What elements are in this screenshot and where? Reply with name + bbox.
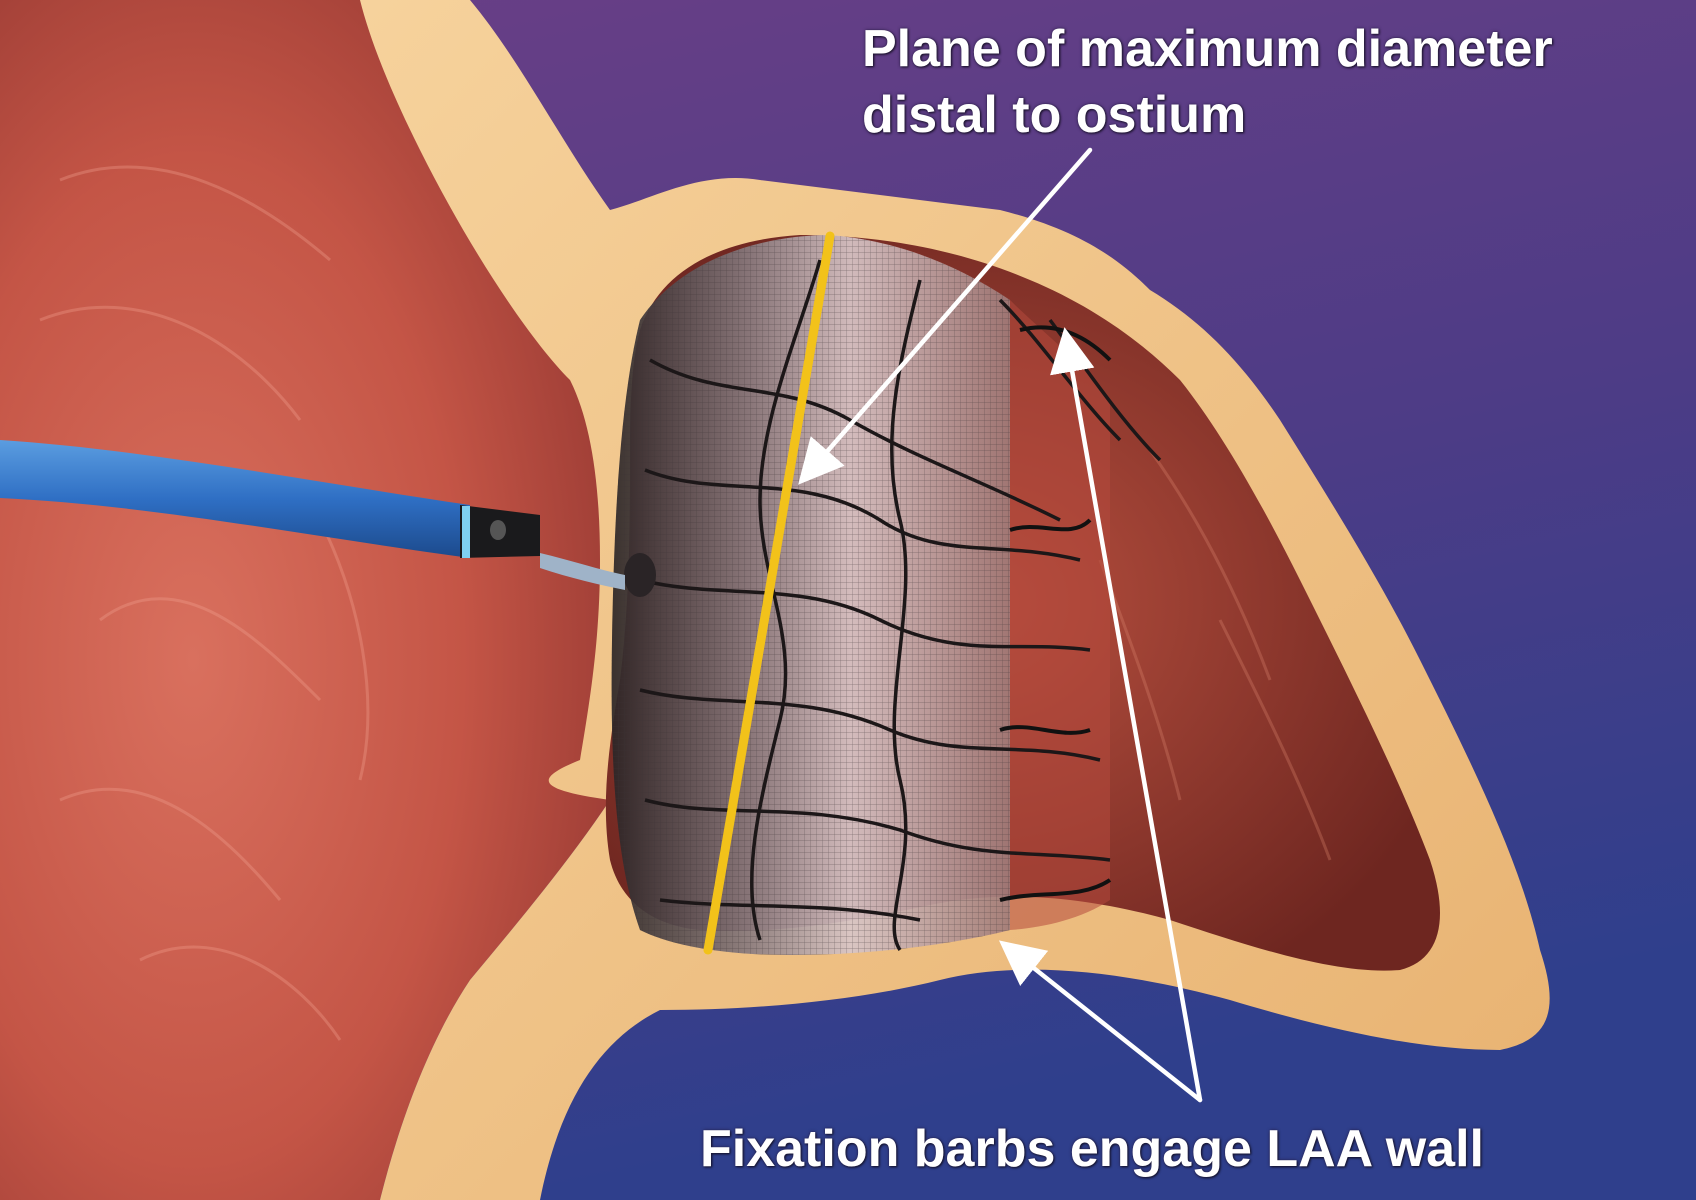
plane-annotation-line2: distal to ostium [862, 86, 1247, 144]
arrow-to-top-barb [1050, 327, 1203, 1103]
max-diameter-plane-line [703, 231, 835, 955]
occluder-device [611, 235, 1162, 955]
barbs-annotation: Fixation barbs engage LAA wall [700, 1120, 1484, 1178]
fixation-barbs [999, 325, 1112, 902]
annotation-arrows [798, 147, 1203, 1103]
delivery-catheter [0, 440, 625, 590]
atrium-texture [39, 165, 370, 1041]
device-hub [624, 553, 656, 597]
arrow-to-bottom-barb [998, 940, 1203, 1103]
plane-annotation: Plane of maximum diameter distal to osti… [862, 16, 1553, 148]
plane-annotation-line1: Plane of maximum diameter [862, 20, 1553, 78]
arrow-to-plane [798, 147, 1093, 485]
left-atrium [0, 0, 644, 1200]
